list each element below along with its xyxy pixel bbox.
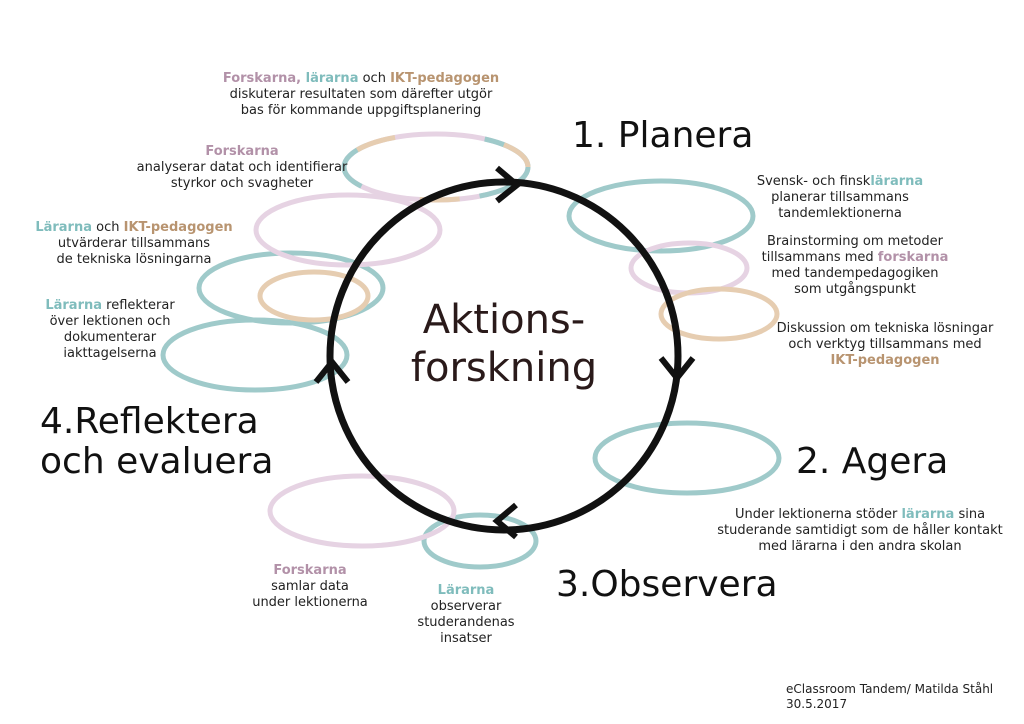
arrow-right-icon	[658, 356, 696, 383]
text-line: över lektionen och	[49, 314, 171, 329]
text-word: tillsammans med	[761, 250, 878, 265]
text-line: iakttagelserna	[63, 346, 157, 361]
role-ikt: IKT-pedagogen	[830, 353, 940, 368]
text-evaluate-tech: Lärarna och IKT-pedagogen utvärderar til…	[18, 220, 250, 268]
ellipse-discuss-all	[341, 131, 531, 203]
phase-reflect-line2: och evaluera	[40, 441, 274, 482]
text-line: Under lektionerna stöder lärarna sina	[700, 507, 1020, 523]
arrow-left-icon	[313, 357, 351, 384]
role-teachers: Lärarna	[45, 298, 103, 313]
text-observe-students: Lärarna observerar studerandenas insatse…	[396, 583, 536, 647]
text-line: Forskarna, lärarna och IKT-pedagogen	[176, 71, 546, 87]
ellipse-evaluate-ikt	[257, 269, 371, 323]
text-line: Diskussion om tekniska lösningar	[776, 321, 994, 336]
text-line: planerar tillsammans	[771, 190, 909, 205]
text-word: Svensk- och finsk	[756, 174, 871, 189]
text-line: de tekniska lösningarna	[56, 252, 212, 267]
text-line: med lärarna i den andra skolan	[758, 539, 962, 554]
text-line: observerar	[430, 599, 502, 614]
text-lesson-support: Under lektionerna stöder lärarna sina st…	[700, 507, 1020, 555]
ellipse-act	[592, 420, 782, 496]
text-discuss-results: Forskarna, lärarna och IKT-pedagogen dis…	[176, 71, 546, 119]
text-line: utvärderar tillsammans	[57, 236, 211, 251]
phase-reflect-label: 4.Reflektera och evaluera	[40, 402, 273, 482]
text-line: samlar data	[271, 579, 349, 594]
text-line: och verktyg tillsammans med	[788, 337, 982, 352]
center-title-line1: Aktions-	[422, 297, 586, 343]
text-line: med tandempedagogiken	[771, 266, 939, 281]
text-reflect-lesson: Lärarna reflekterar över lektionen och d…	[24, 298, 196, 362]
ellipse-plan-ikt	[658, 286, 780, 342]
role-researchers: Forskarna	[205, 144, 279, 159]
credit-line1: eClassroom Tandem/ Matilda Ståhl	[786, 682, 994, 696]
text-line: analyserar datat och identifierar	[136, 160, 348, 175]
ellipse-analyze-researchers	[253, 192, 443, 268]
text-line: styrkor och svagheter	[170, 176, 314, 191]
credit: eClassroom Tandem/ Matilda Ståhl 30.5.20…	[786, 682, 1016, 712]
ellipse-evaluate-teachers	[196, 250, 386, 326]
text-line: studerandenas	[417, 615, 515, 630]
text-and: och	[358, 71, 391, 86]
text-plan-lessons: Svensk- och finsklärarna planerar tillsa…	[735, 174, 945, 222]
role-teachers: Lärarna	[35, 220, 92, 235]
text-brainstorm: Brainstorming om metoder tillsammans med…	[755, 234, 955, 298]
text-line: Svensk- och finsklärarna	[735, 174, 945, 190]
role-teachers: lärarna	[305, 71, 359, 86]
phase-act-label: 2. Agera	[796, 441, 949, 482]
text-line: diskuterar resultaten som därefter utgör	[229, 87, 493, 102]
role-ikt: IKT-pedagogen	[123, 220, 233, 235]
role-researchers: Forskarna	[222, 71, 297, 86]
text-tech-discussion: Diskussion om tekniska lösningar och ver…	[770, 321, 1000, 369]
role-teachers: lärarna	[870, 174, 924, 189]
phase-observe-label: 3.Observera	[556, 564, 778, 605]
text-line: som utgångspunkt	[794, 282, 916, 297]
text-word: Under lektionerna stöder	[734, 507, 902, 522]
text-line: Lärarna reflekterar	[24, 298, 196, 314]
phase-plan-label: 1. Planera	[572, 115, 754, 156]
text-line: tandemlektionerna	[778, 206, 902, 221]
text-word: sina	[954, 507, 986, 522]
ellipse-observe-researchers	[267, 473, 457, 549]
text-line: tillsammans med forskarna	[755, 250, 955, 266]
text-collect-data: Forskarna samlar data under lektionerna	[240, 563, 380, 611]
role-researchers: forskarna	[877, 250, 949, 265]
text-line: under lektionerna	[252, 595, 368, 610]
text-line: Lärarna och IKT-pedagogen	[18, 220, 250, 236]
ellipse-plan-teachers	[566, 178, 756, 254]
text-analyze-data: Forskarna analyserar datat och identifie…	[112, 144, 372, 192]
credit-date: 30.5.2017	[786, 697, 848, 711]
arrow-top-icon	[495, 165, 522, 204]
center-title-line2: forskning	[410, 345, 598, 391]
text-word: reflekterar	[102, 298, 175, 313]
role-ikt: IKT-pedagogen	[390, 71, 500, 86]
center-title: Aktions- forskning	[384, 296, 624, 392]
text-and: och	[92, 220, 124, 235]
text-comma: ,	[296, 71, 306, 86]
ellipse-observe-teachers	[421, 512, 539, 570]
text-line: insatser	[440, 631, 492, 646]
text-line: dokumenterar	[63, 330, 157, 345]
text-line: bas för kommande uppgiftsplanering	[240, 103, 482, 118]
text-line: Brainstorming om metoder	[767, 234, 943, 249]
role-researchers: Forskarna	[273, 563, 347, 578]
role-teachers: lärarna	[901, 507, 955, 522]
arrow-bottom-icon	[492, 502, 518, 540]
text-line: studerande samtidigt som de håller konta…	[717, 523, 1003, 538]
phase-reflect-line1: 4.Reflektera	[40, 401, 259, 442]
role-teachers: Lärarna	[437, 583, 495, 598]
